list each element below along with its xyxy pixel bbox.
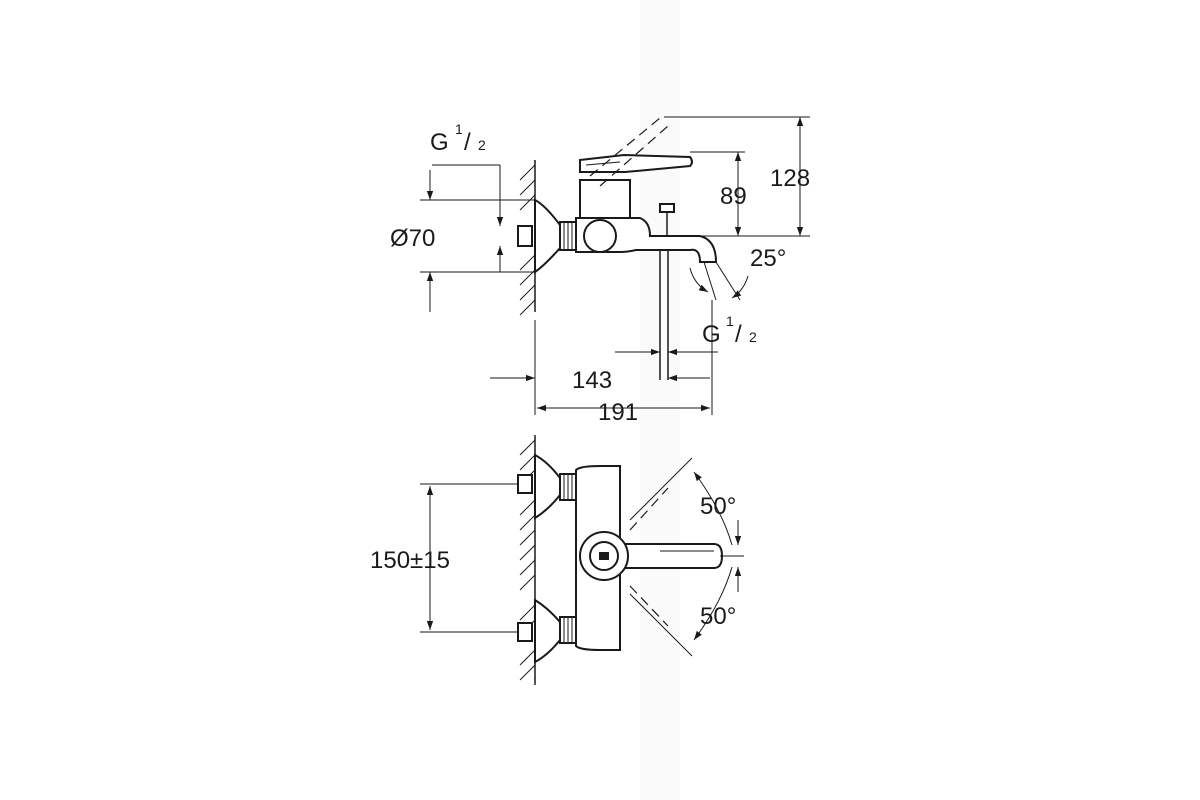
escutcheon-upper — [534, 453, 561, 520]
svg-text:/: / — [464, 129, 471, 156]
label-diameter: Ø70 — [390, 225, 435, 252]
label-g-left-den: 2 — [478, 137, 486, 153]
pipe-stub — [517, 225, 533, 247]
label-89: 89 — [720, 183, 747, 210]
label-50-bottom: 50° — [700, 603, 736, 630]
front-view: 150±15 50° 50° — [370, 435, 744, 685]
pipe-stub-upper — [517, 474, 533, 494]
label-191: 191 — [598, 399, 638, 426]
watermark-pattern — [640, 0, 680, 800]
label-50-top: 50° — [700, 493, 736, 520]
swing-lower-dashed — [629, 585, 669, 627]
label-g-left-num: 1 — [455, 121, 463, 137]
control-housing — [579, 179, 631, 219]
label-150: 150±15 — [370, 547, 450, 574]
escutcheon — [534, 198, 561, 274]
diverter-knob — [583, 219, 617, 253]
label-g-left: G — [430, 129, 449, 156]
label-128: 128 — [770, 165, 810, 192]
label-g-right: G — [702, 321, 721, 348]
swing-upper-dashed — [629, 487, 669, 531]
pipe-stub-lower — [517, 622, 533, 642]
svg-text:/: / — [735, 321, 742, 348]
label-g-right-num: 1 — [726, 313, 734, 329]
side-view: G 1 / 2 Ø70 89 128 25° G 1 / 2 143 191 — [390, 116, 810, 426]
diverter-pin — [659, 203, 675, 213]
label-25deg: 25° — [750, 245, 786, 272]
label-g-right-den: 2 — [749, 329, 757, 345]
escutcheon-lower — [534, 598, 561, 664]
label-143: 143 — [572, 367, 612, 394]
cap-indicator — [599, 552, 609, 560]
lever-handle — [579, 153, 693, 173]
